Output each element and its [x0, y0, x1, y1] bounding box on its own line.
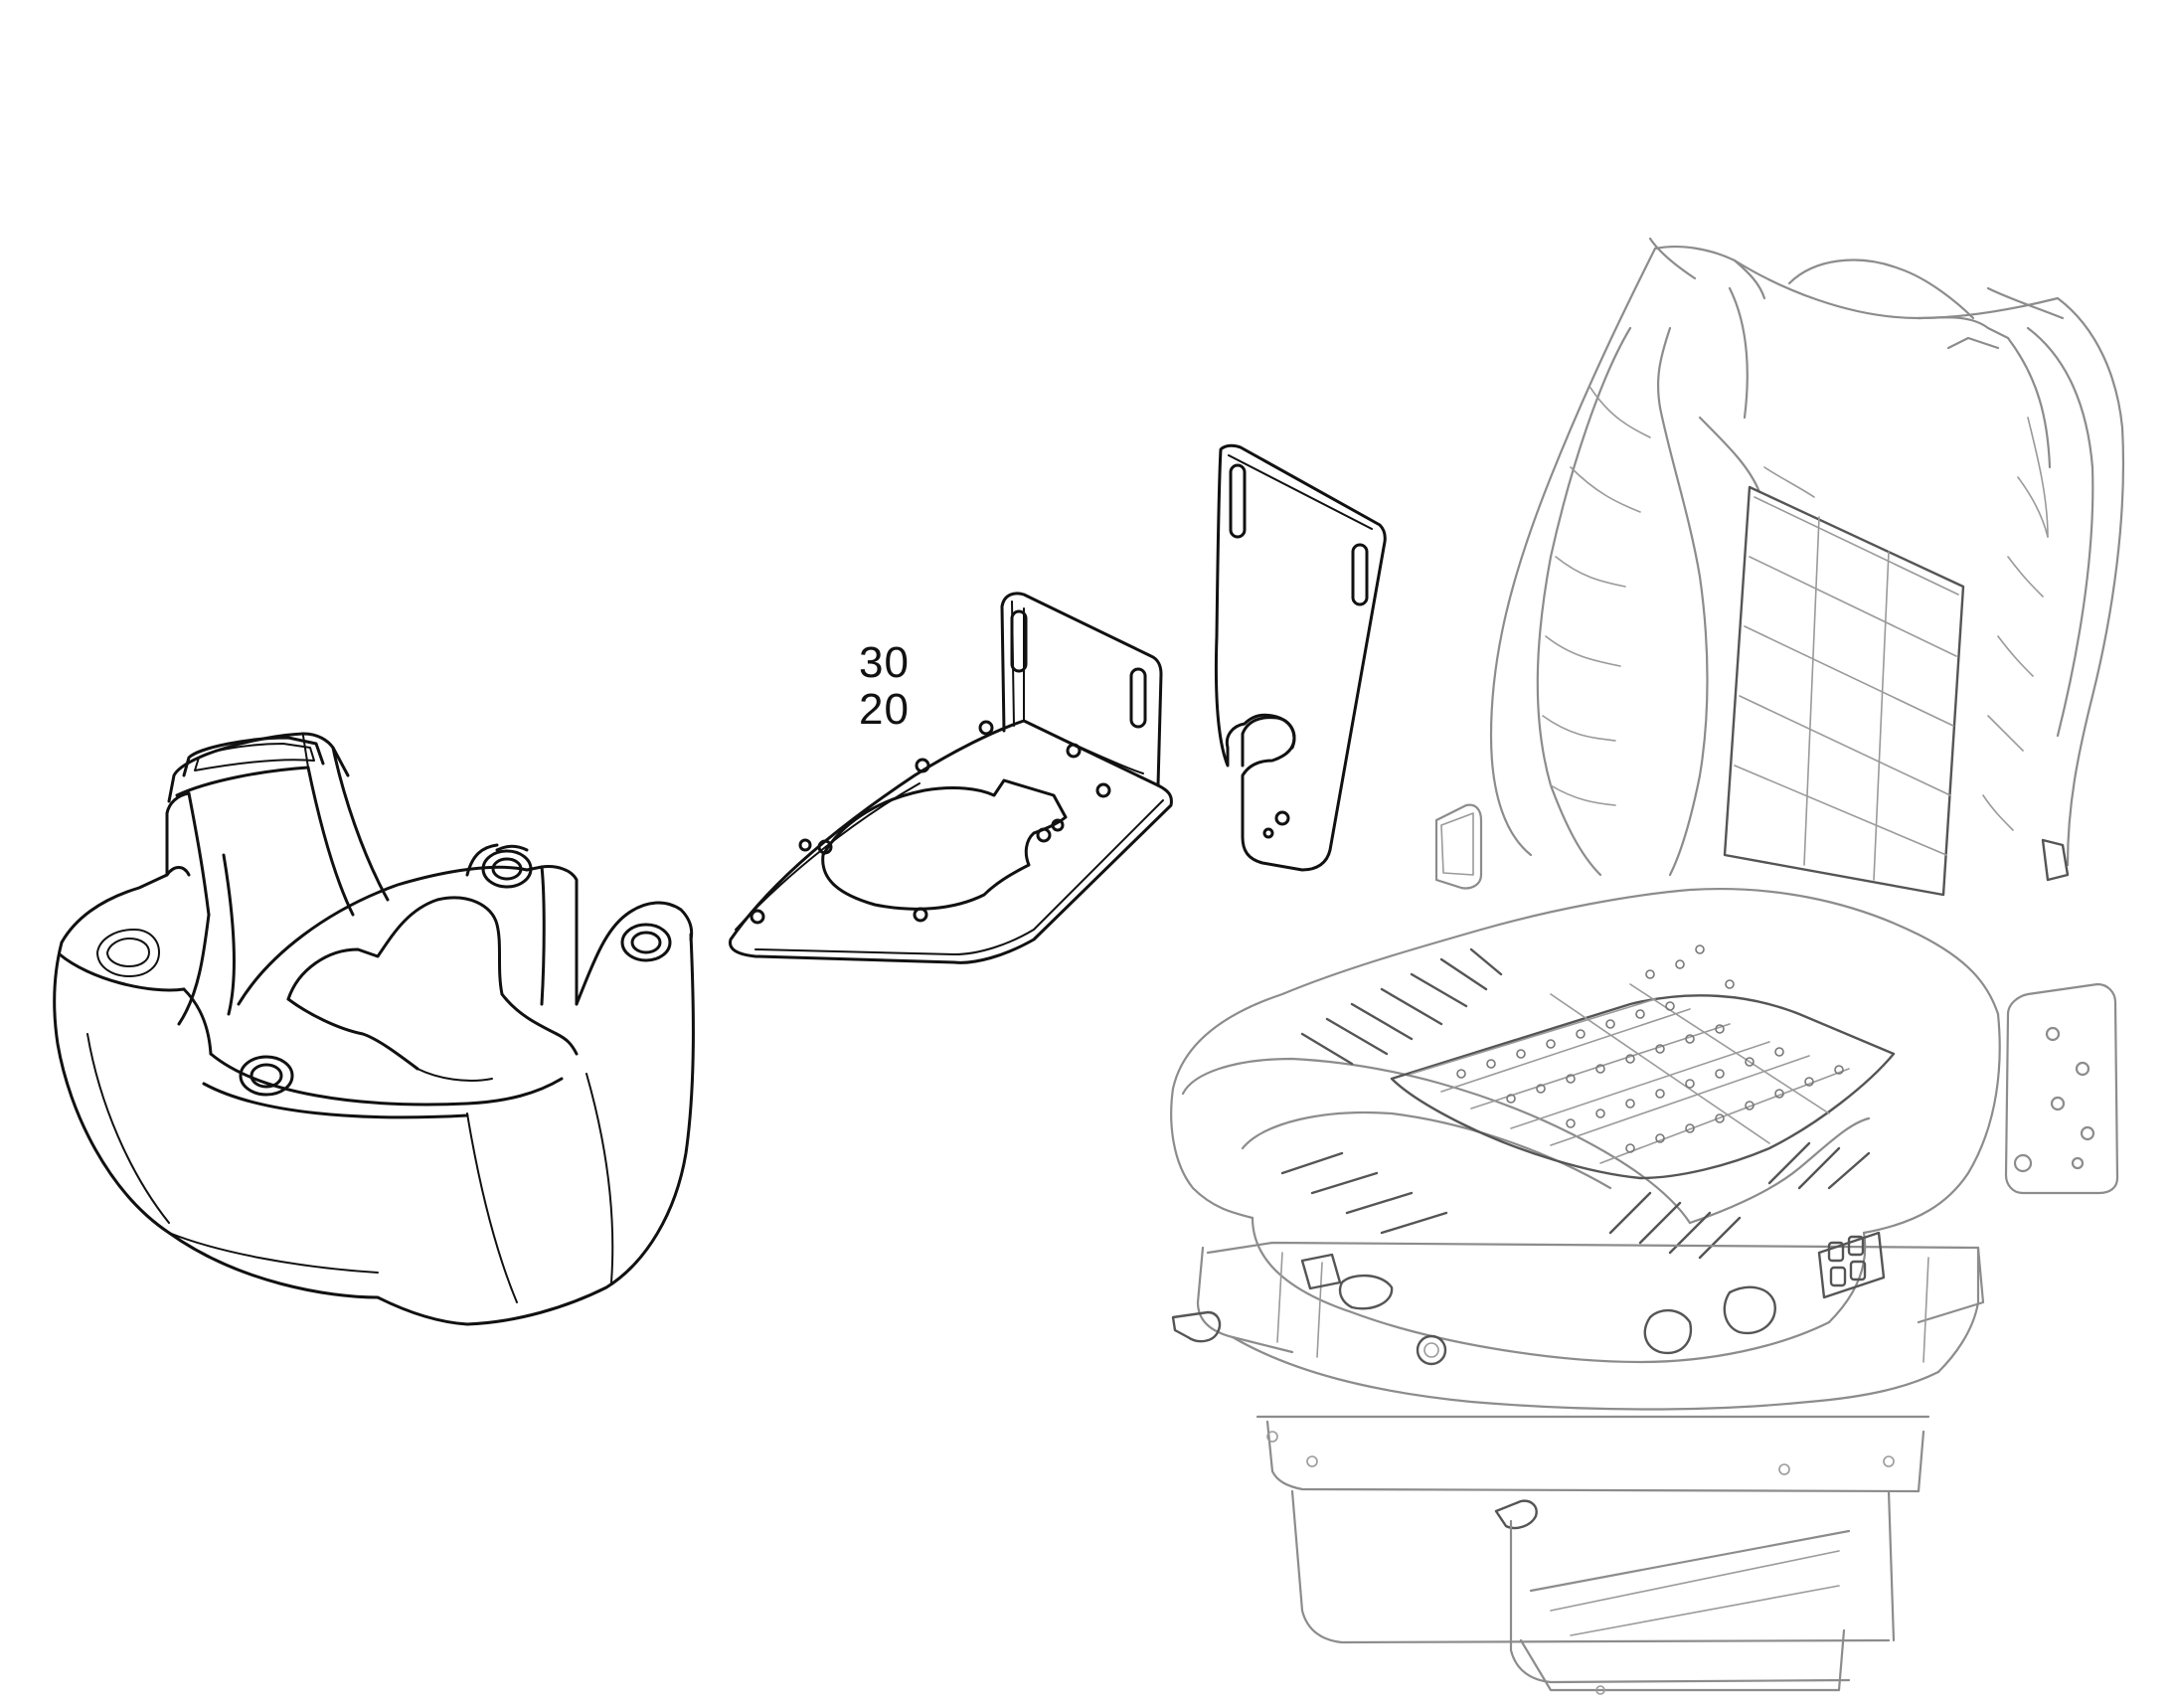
console-housing-icon	[53, 732, 695, 1326]
driver-seat-icon	[1170, 237, 2125, 1695]
callout-30: 30	[859, 638, 910, 687]
seat-perforation-icon	[1456, 944, 1844, 1153]
support-plate-icon	[1214, 443, 1387, 872]
callout-20: 20	[859, 685, 910, 734]
mounting-bracket-icon	[728, 592, 1173, 964]
